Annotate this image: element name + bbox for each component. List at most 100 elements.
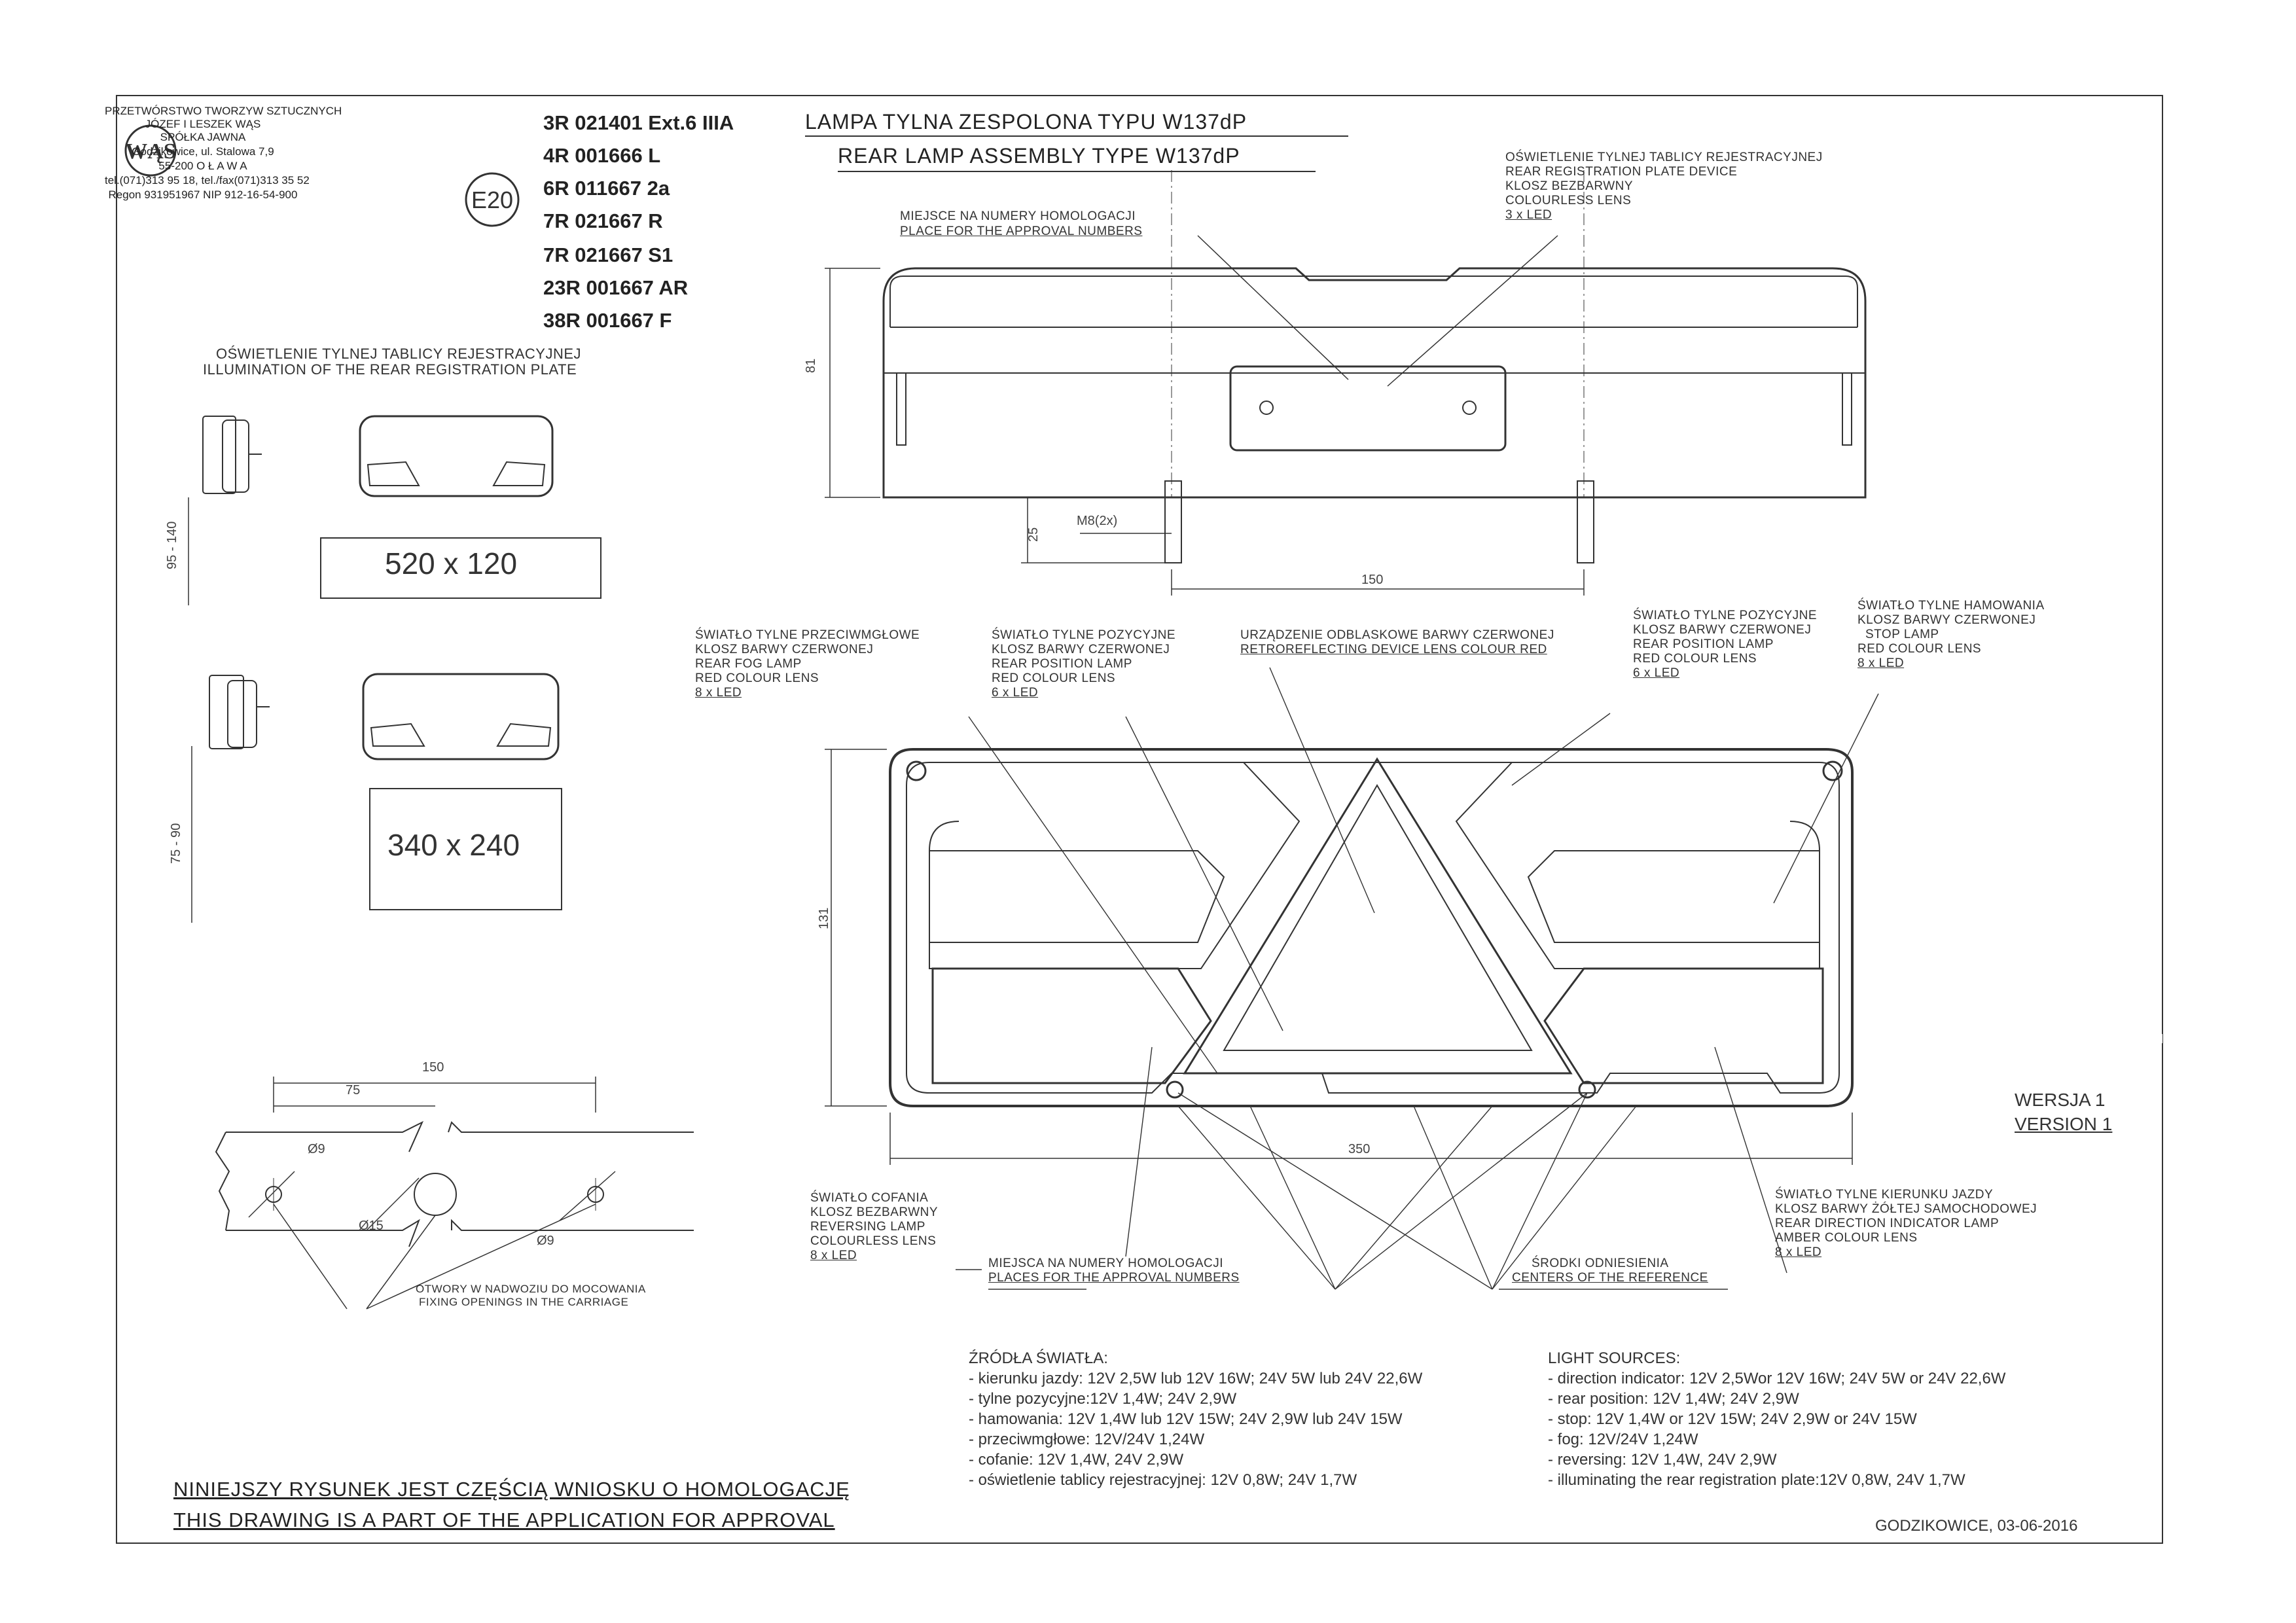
ls-item: - hamowania: 12V 1,4W lub 12V 15W; 24V 2… (969, 1410, 1403, 1428)
company-line: JÓZEF I LESZEK WĄS (145, 118, 261, 130)
approval-number: 7R 021667 S1 (543, 243, 673, 266)
company-line: Regon 931951967 NIP 912-16-54-900 (108, 188, 298, 201)
label-line: RED COLOUR LENS (695, 671, 819, 685)
place-date: GODZIKOWICE, 03-06-2016 (1875, 1517, 2078, 1535)
label-line: ŚWIATŁO TYLNE KIERUNKU JAZDY (1775, 1188, 1994, 1202)
dim-d15: Ø15 (359, 1219, 384, 1233)
label-line: CENTERS OF THE REFERENCE (1512, 1271, 1708, 1285)
approval-place-pl: MIEJSCE NA NUMERY HOMOLOGACJI (900, 209, 1136, 223)
approval-note-en: THIS DRAWING IS A PART OF THE APPLICATIO… (173, 1508, 835, 1531)
label-line: 8 x LED (1857, 656, 1905, 670)
label-line: KLOSZ BARWY CZERWONEJ (695, 643, 874, 656)
label-line: KLOSZ BARWY ŻÓŁTEJ SAMOCHODOWEJ (1775, 1202, 2037, 1216)
dim-m8: M8(2x) (1077, 514, 1118, 528)
ls-item: - direction indicator: 12V 2,5Wor 12V 16… (1548, 1370, 2006, 1387)
plate-outline-520x120 (320, 537, 601, 599)
mounting-holes-drawing (215, 1077, 694, 1310)
approval-number: 23R 001667 AR (543, 276, 689, 299)
label-line: REAR POSITION LAMP (992, 657, 1132, 671)
plate-range-1: 95 - 140 (165, 521, 179, 569)
label-line: RETROREFLECTING DEVICE LENS COLOUR RED (1240, 643, 1547, 656)
plate-device-line: OŚWIETLENIE TYLNEJ TABLICY REJESTRACYJNE… (1505, 151, 1823, 164)
label-line: 8 x LED (695, 686, 742, 700)
fixing-openings-en: FIXING OPENINGS IN THE CARRIAGE (419, 1296, 629, 1308)
label-line: KLOSZ BARWY CZERWONEJ (1857, 613, 2036, 627)
label-line: RED COLOUR LENS (1633, 652, 1757, 666)
approval-number: 38R 001667 F (543, 309, 672, 332)
ls-heading: ŹRÓDŁA ŚWIATŁA: (969, 1349, 1108, 1367)
approval-number: 4R 001666 L (543, 144, 661, 167)
label-line: MIEJSCA NA NUMERY HOMOLOGACJI (988, 1257, 1224, 1270)
label-line: RED COLOUR LENS (1857, 642, 1982, 656)
title-pl: LAMPA TYLNA ZESPOLONA TYPU W137dP (805, 110, 1247, 134)
approval-place-en: PLACE FOR THE APPROVAL NUMBERS (900, 224, 1143, 238)
svg-text:WĄS: WĄS (125, 139, 175, 164)
plate-device-line: KLOSZ BEZBARWNY (1505, 179, 1634, 193)
plate-outline-340x240 (369, 788, 562, 910)
label-line: PLACES FOR THE APPROVAL NUMBERS (988, 1271, 1240, 1285)
e20-mark: E20 (465, 172, 520, 227)
plate-device-line: REAR REGISTRATION PLATE DEVICE (1505, 165, 1738, 179)
dim-25: 25 (1026, 527, 1041, 542)
plate-device-line: 3 x LED (1505, 208, 1552, 222)
dim-75: 75 (346, 1083, 361, 1097)
label-line: KLOSZ BARWY CZERWONEJ (1633, 623, 1812, 637)
version-en: VERSION 1 (2015, 1114, 2113, 1134)
dim-350: 350 (1348, 1142, 1371, 1156)
sheet-frame (116, 95, 2163, 1544)
ls-item: - stop: 12V 1,4W or 12V 15W; 24V 2,9W or… (1548, 1410, 1917, 1428)
approval-number: 7R 021667 R (543, 209, 663, 232)
company-line: tel.(071)313 95 18, tel./fax(071)313 35 … (105, 174, 310, 187)
approval-number: 6R 011667 2a (543, 177, 670, 200)
label-line: 6 x LED (1633, 666, 1680, 680)
label-line: ŚWIATŁO COFANIA (810, 1191, 929, 1205)
label-line: URZĄDZENIE ODBLASKOWE BARWY CZERWONEJ (1240, 628, 1554, 642)
ls-item: - przeciwmgłowe: 12V/24V 1,24W (969, 1431, 1205, 1448)
dim-150: 150 (422, 1060, 444, 1075)
label-line: REAR FOG LAMP (695, 657, 802, 671)
ls-item: - oświetlenie tablicy rejestracyjnej: 12… (969, 1471, 1357, 1489)
company-line: SPÓŁKA JAWNA (160, 131, 246, 143)
label-line: AMBER COLOUR LENS (1775, 1231, 1918, 1245)
ls-item: - fog: 12V/24V 1,24W (1548, 1431, 1698, 1448)
dim-81: 81 (804, 358, 818, 373)
company-line: PRZETWÓRSTWO TWORZYW SZTUCZNYCH (105, 105, 342, 117)
plate-lamp-side-view-1 (188, 416, 262, 605)
label-line: RED COLOUR LENS (992, 671, 1116, 685)
label-line: 8 x LED (810, 1249, 857, 1262)
approval-note-pl: NINIEJSZY RYSUNEK JEST CZĘŚCIĄ WNIOSKU O… (173, 1478, 850, 1501)
title-en: REAR LAMP ASSEMBLY TYPE W137dP (838, 144, 1240, 168)
label-line: REAR DIRECTION INDICATOR LAMP (1775, 1217, 2000, 1230)
approval-number: 3R 021401 Ext.6 IIIA (543, 111, 734, 134)
ls-item: - tylne pozycyjne:12V 1,4W; 24V 2,9W (969, 1390, 1237, 1408)
ls-item: - rear position: 12V 1,4W; 24V 2,9W (1548, 1390, 1799, 1408)
label-line: ŚWIATŁO TYLNE POZYCYJNE (992, 628, 1176, 642)
label-line: 6 x LED (992, 686, 1039, 700)
company-line: 55-200 O Ł A W A (158, 160, 247, 172)
dim-131: 131 (817, 907, 831, 929)
dim-d9-left: Ø9 (308, 1142, 325, 1156)
plate-lamp-side-view-2 (191, 675, 270, 923)
plate-lamp-front-view-1 (359, 415, 554, 497)
plate-illumination-pl: OŚWIETLENIE TYLNEJ TABLICY REJESTRACYJNE… (216, 346, 582, 362)
svg-text:E20: E20 (471, 187, 513, 213)
company-line: Godzikowice, ul. Stalowa 7,9 (132, 145, 274, 158)
label-line: KLOSZ BARWY CZERWONEJ (992, 643, 1170, 656)
ls-item: - reversing: 12V 1,4W, 24V 2,9W (1548, 1451, 1777, 1469)
leader-lines (956, 667, 1879, 1290)
plate-size-2: 340 x 240 (387, 828, 520, 862)
ls-item: - illuminating the rear registration pla… (1548, 1471, 1965, 1489)
dim-d9-right: Ø9 (537, 1234, 554, 1248)
plate-illumination-en: ILLUMINATION OF THE REAR REGISTRATION PL… (203, 361, 577, 378)
ls-heading: LIGHT SOURCES: (1548, 1349, 1681, 1367)
label-line: ŚRODKI ODNIESIENIA (1532, 1257, 1669, 1270)
company-logo: WĄS (124, 124, 177, 177)
ls-item: - kierunku jazdy: 12V 2,5W lub 12V 16W; … (969, 1370, 1423, 1387)
label-line: ŚWIATŁO TYLNE POZYCYJNE (1633, 609, 1818, 622)
label-line: REVERSING LAMP (810, 1220, 925, 1234)
label-line: 8 x LED (1775, 1245, 1822, 1259)
fixing-openings-pl: OTWORY W NADWOZIU DO MOCOWANIA (416, 1283, 646, 1295)
label-line: STOP LAMP (1865, 628, 1939, 641)
